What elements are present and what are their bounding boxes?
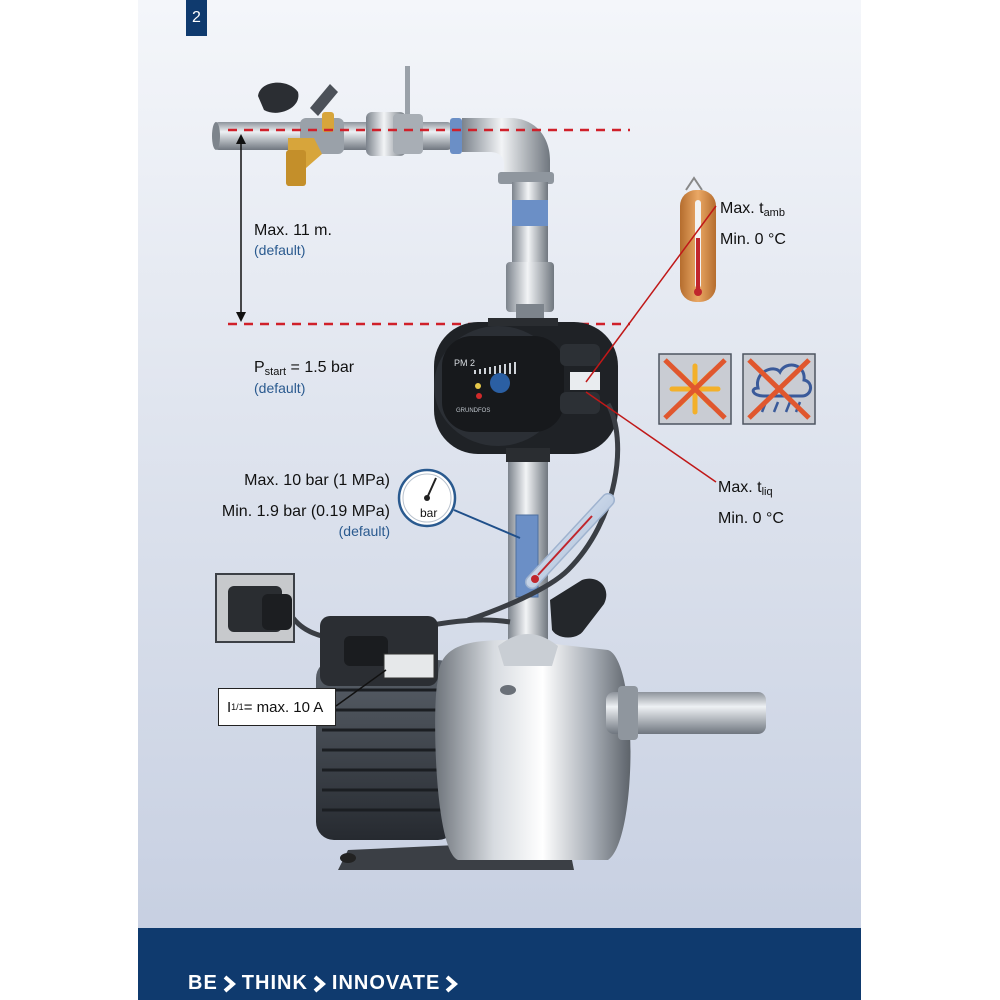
no-rain-icon xyxy=(742,353,816,425)
current-leader xyxy=(335,669,387,707)
pressure-note: (default) xyxy=(338,523,390,539)
ambient-max-label: Max. tamb xyxy=(720,200,785,219)
height-arrow xyxy=(236,134,246,322)
device-model: PM 2 xyxy=(454,358,475,368)
ambient-min-label: Min. 0 °C xyxy=(720,231,786,248)
tap-valve xyxy=(258,82,344,186)
liquid-thermometer xyxy=(525,493,615,589)
liquid-sensor-plug xyxy=(550,578,607,638)
device-brand: GRUNDFOS xyxy=(456,408,490,414)
page-number: 2 xyxy=(186,0,207,36)
ambient-thermometer xyxy=(680,176,716,302)
pump xyxy=(316,616,766,870)
liquid-max-label: Max. tliq xyxy=(718,479,773,498)
pump-installation-illustration: PM 2 GRUNDFOS xyxy=(212,66,816,870)
slogan-word-innovate: INNOVATE xyxy=(331,972,441,994)
no-sun-icon xyxy=(658,353,732,425)
vertical-pipe xyxy=(462,118,554,328)
pstart-note: (default) xyxy=(254,380,306,396)
manual-page: 2 xyxy=(138,0,861,1000)
chevron-right-icon xyxy=(313,974,326,993)
gauge-unit-label: bar xyxy=(420,506,438,520)
wall-socket xyxy=(215,573,295,643)
pressure-manager-pm2: PM 2 GRUNDFOS xyxy=(434,318,618,462)
chevron-right-icon xyxy=(223,974,236,993)
suction-height-label: Max. 11 m. xyxy=(254,222,332,239)
suction-height-note: (default) xyxy=(254,242,306,258)
chevron-right-icon xyxy=(445,974,459,993)
pressure-min-label: Min. 1.9 bar (0.19 MPa) xyxy=(221,503,390,520)
slogan-word-think: THINK xyxy=(241,972,308,994)
ambient-leader xyxy=(585,205,717,383)
slogan-word-be: BE xyxy=(188,972,218,994)
controller-cable xyxy=(467,402,621,623)
riser-pipe xyxy=(508,450,548,650)
pressure-gauge-icon xyxy=(397,468,521,539)
footer-slogan: BE THINK INNOVATE xyxy=(188,972,464,995)
pstart-label: Pstart = 1.5 bar xyxy=(254,359,355,378)
liquid-min-label: Min. 0 °C xyxy=(718,510,784,527)
pressure-max-label: Max. 10 bar (1 MPa) xyxy=(244,472,390,489)
footer-band: BE THINK INNOVATE xyxy=(138,928,861,1000)
liquid-leader xyxy=(585,391,717,483)
